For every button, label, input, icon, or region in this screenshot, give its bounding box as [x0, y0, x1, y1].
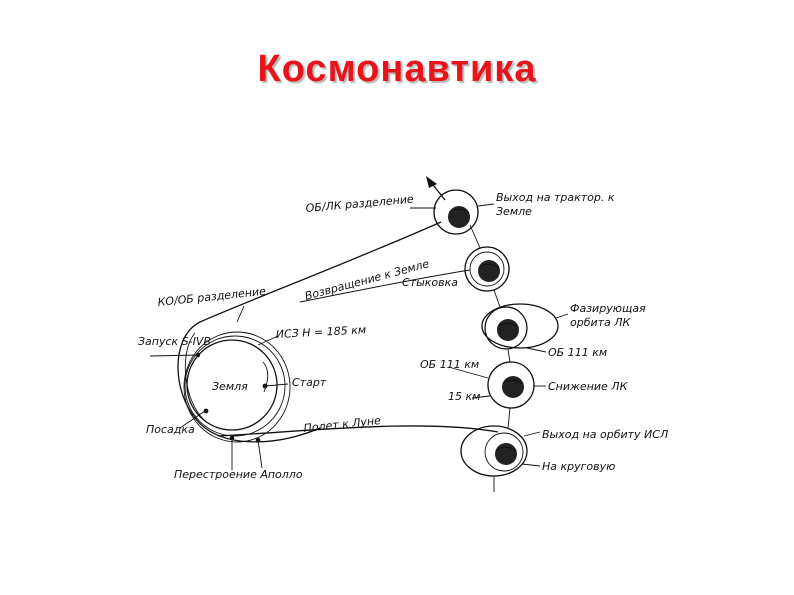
label-exit-isl-orbit: Выход на орбиту ИСЛ [542, 428, 668, 441]
moon-stage-exit [410, 176, 495, 235]
earth-point-start [262, 383, 268, 389]
label-isz: ИСЗ H = 185 км [275, 323, 366, 341]
label-ob-lk-separation: ОБ/ЛК разделение [305, 193, 414, 215]
launch-arc [262, 361, 269, 393]
earth-parking-orbit-outer [183, 331, 291, 443]
label-start: Старт [292, 376, 327, 389]
label-exit-trajectory-2: Земле [496, 205, 532, 218]
landing-pointer-line [179, 410, 206, 429]
rebuild-point-a [229, 435, 235, 441]
label-phasing-orbit-2: орбита ЛК [570, 316, 632, 329]
ko-ob-pointer-line [236, 305, 245, 323]
moon-stage-exit-orbit [433, 189, 479, 235]
translunar-path [217, 425, 499, 437]
label-ko-ob-separation: КО/ОБ разделение [157, 285, 267, 309]
moon-stage-insertion [460, 407, 541, 492]
launch-pointer-line [149, 354, 199, 357]
label-landing: Посадка [146, 423, 195, 436]
km15-pointer [471, 395, 491, 399]
moon-stage-phasing-body [497, 319, 519, 341]
moon-stage-docking-body [478, 260, 500, 282]
moon-stage-descent-orbit [487, 361, 535, 409]
moon-stage-docking-orbit-outer [464, 246, 510, 292]
moon-stage-insertion-orbit [484, 432, 524, 472]
insertion-pointer [523, 431, 541, 437]
moon-stage-phasing [481, 289, 569, 350]
connector-docking-phasing [493, 289, 501, 308]
label-phasing-orbit-1: Фазирующая [570, 302, 646, 315]
return-trajectory-outer [177, 221, 442, 443]
ob111-right-pointer [526, 347, 547, 353]
label-docking: Стыковка [402, 276, 458, 289]
start-pointer [265, 383, 289, 387]
connector-descent-insertion [507, 407, 511, 429]
label-exit-trajectory-1: Выход на трактор. к [496, 191, 615, 204]
moon-stage-descent [451, 347, 547, 409]
moon-stage-insertion-body [495, 443, 517, 465]
earth-parking-orbit-inner [184, 335, 286, 437]
label-to-circular: На круговую [542, 460, 615, 473]
moon-stage-docking-orbit-inner [469, 251, 505, 287]
exit-arrow-head [426, 176, 437, 188]
moon-stage-exit-body [448, 206, 470, 228]
label-apollo-rebuild: Перестроение Аполло [174, 468, 303, 481]
slide-title: Космонавтика [257, 48, 537, 90]
connector-phasing-descent [507, 349, 511, 363]
label-earth: Земля [212, 380, 248, 393]
isz-pointer-line [257, 335, 279, 346]
label-launch: Запуск S-IVB [138, 335, 211, 348]
moon-stage-phasing-orbit [484, 306, 528, 350]
label-ob-111-left: ОБ 111 км [420, 358, 479, 371]
phasing-orbit-ellipse [481, 303, 559, 349]
label-ob-111-right: ОБ 111 км [548, 346, 607, 359]
connector-exit-docking [469, 224, 481, 249]
earth-point-landing [203, 408, 209, 414]
exit-trajectory-pointer [477, 203, 495, 207]
docking-approach-line [299, 269, 471, 303]
rebuild-pointer-b [257, 439, 263, 469]
moon-stage-docking [464, 224, 510, 292]
ob111-left-pointer [451, 367, 489, 379]
return-trajectory-inner [184, 332, 205, 421]
moon-stage-descent-body [502, 376, 524, 398]
phasing-pointer [555, 313, 569, 319]
circular-pointer [521, 463, 541, 467]
label-flight-to-moon: Полет к Луне [303, 414, 382, 435]
label-lk-descent: Снижение ЛК [548, 380, 629, 393]
label-km-15: 15 км [448, 390, 480, 403]
